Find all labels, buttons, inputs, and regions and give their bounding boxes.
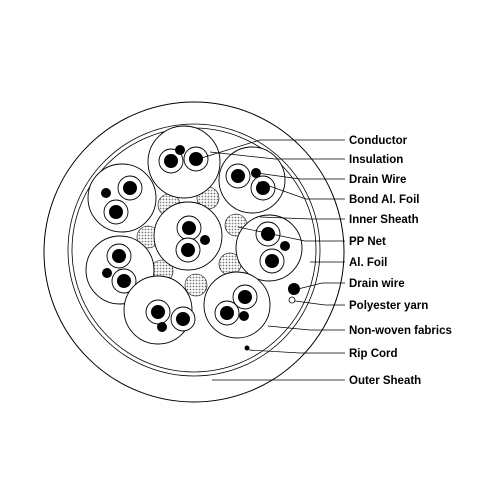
outer-drain-wire <box>288 283 300 304</box>
drain-wire <box>280 241 290 251</box>
shielded-pairs <box>85 125 303 345</box>
conductor-core <box>182 221 196 235</box>
shielded-pair <box>87 163 157 233</box>
conductor-core <box>256 181 270 195</box>
shielded-pair <box>147 125 221 199</box>
conductor-core <box>164 154 178 168</box>
conductor-core <box>265 254 279 268</box>
conductor-core <box>231 169 245 183</box>
conductor-core <box>109 205 123 219</box>
pp-net-filler <box>184 273 208 297</box>
pp-net-fillers <box>136 186 248 297</box>
shielded-pair <box>203 271 271 339</box>
labels: Conductor Insulation Drain Wire Bond Al.… <box>349 135 452 387</box>
shielded-pair <box>218 146 286 214</box>
label-polyester-yarn: Polyester yarn <box>349 300 428 312</box>
drain-wire <box>102 268 112 278</box>
conductor-core <box>181 243 195 257</box>
drain-wire <box>251 168 261 178</box>
drain-wire <box>239 311 249 321</box>
shielded-pair <box>153 201 223 271</box>
conductor-core <box>112 249 126 263</box>
label-insulation: Insulation <box>349 154 403 166</box>
conductor-core <box>117 274 131 288</box>
label-inner-sheath: Inner Sheath <box>349 214 419 226</box>
label-al-foil: Al. Foil <box>349 257 387 269</box>
label-bond-al-foil: Bond Al. Foil <box>349 194 419 206</box>
label-drain-wire-outer: Drain wire <box>349 278 405 290</box>
conductor-core <box>189 152 203 166</box>
label-non-woven-fabrics: Non-woven fabrics <box>349 325 452 337</box>
label-pp-net: PP Net <box>349 236 386 248</box>
shielded-pair <box>235 214 303 282</box>
conductor-core <box>151 305 165 319</box>
conductor-core <box>261 227 275 241</box>
bond-al-foil-circle <box>235 214 303 282</box>
label-conductor: Conductor <box>349 135 408 147</box>
shielded-pair <box>123 275 196 345</box>
label-outer-sheath: Outer Sheath <box>349 375 421 387</box>
conductor-core <box>220 306 234 320</box>
drain-wire-outer <box>288 283 300 295</box>
conductor-core <box>176 312 190 326</box>
conductor-core <box>123 181 137 195</box>
polyester-yarn <box>288 296 296 304</box>
drain-wire <box>157 322 167 332</box>
label-drain-wire: Drain Wire <box>349 174 406 186</box>
leader-lines <box>194 139 345 381</box>
non-woven-fabric-circle <box>67 123 321 377</box>
drain-wire <box>175 145 185 155</box>
conductor-core <box>238 290 252 304</box>
rip-cord <box>244 345 250 351</box>
label-rip-cord: Rip Cord <box>349 348 398 360</box>
drain-wire <box>200 235 210 245</box>
drain-wire <box>101 188 111 198</box>
